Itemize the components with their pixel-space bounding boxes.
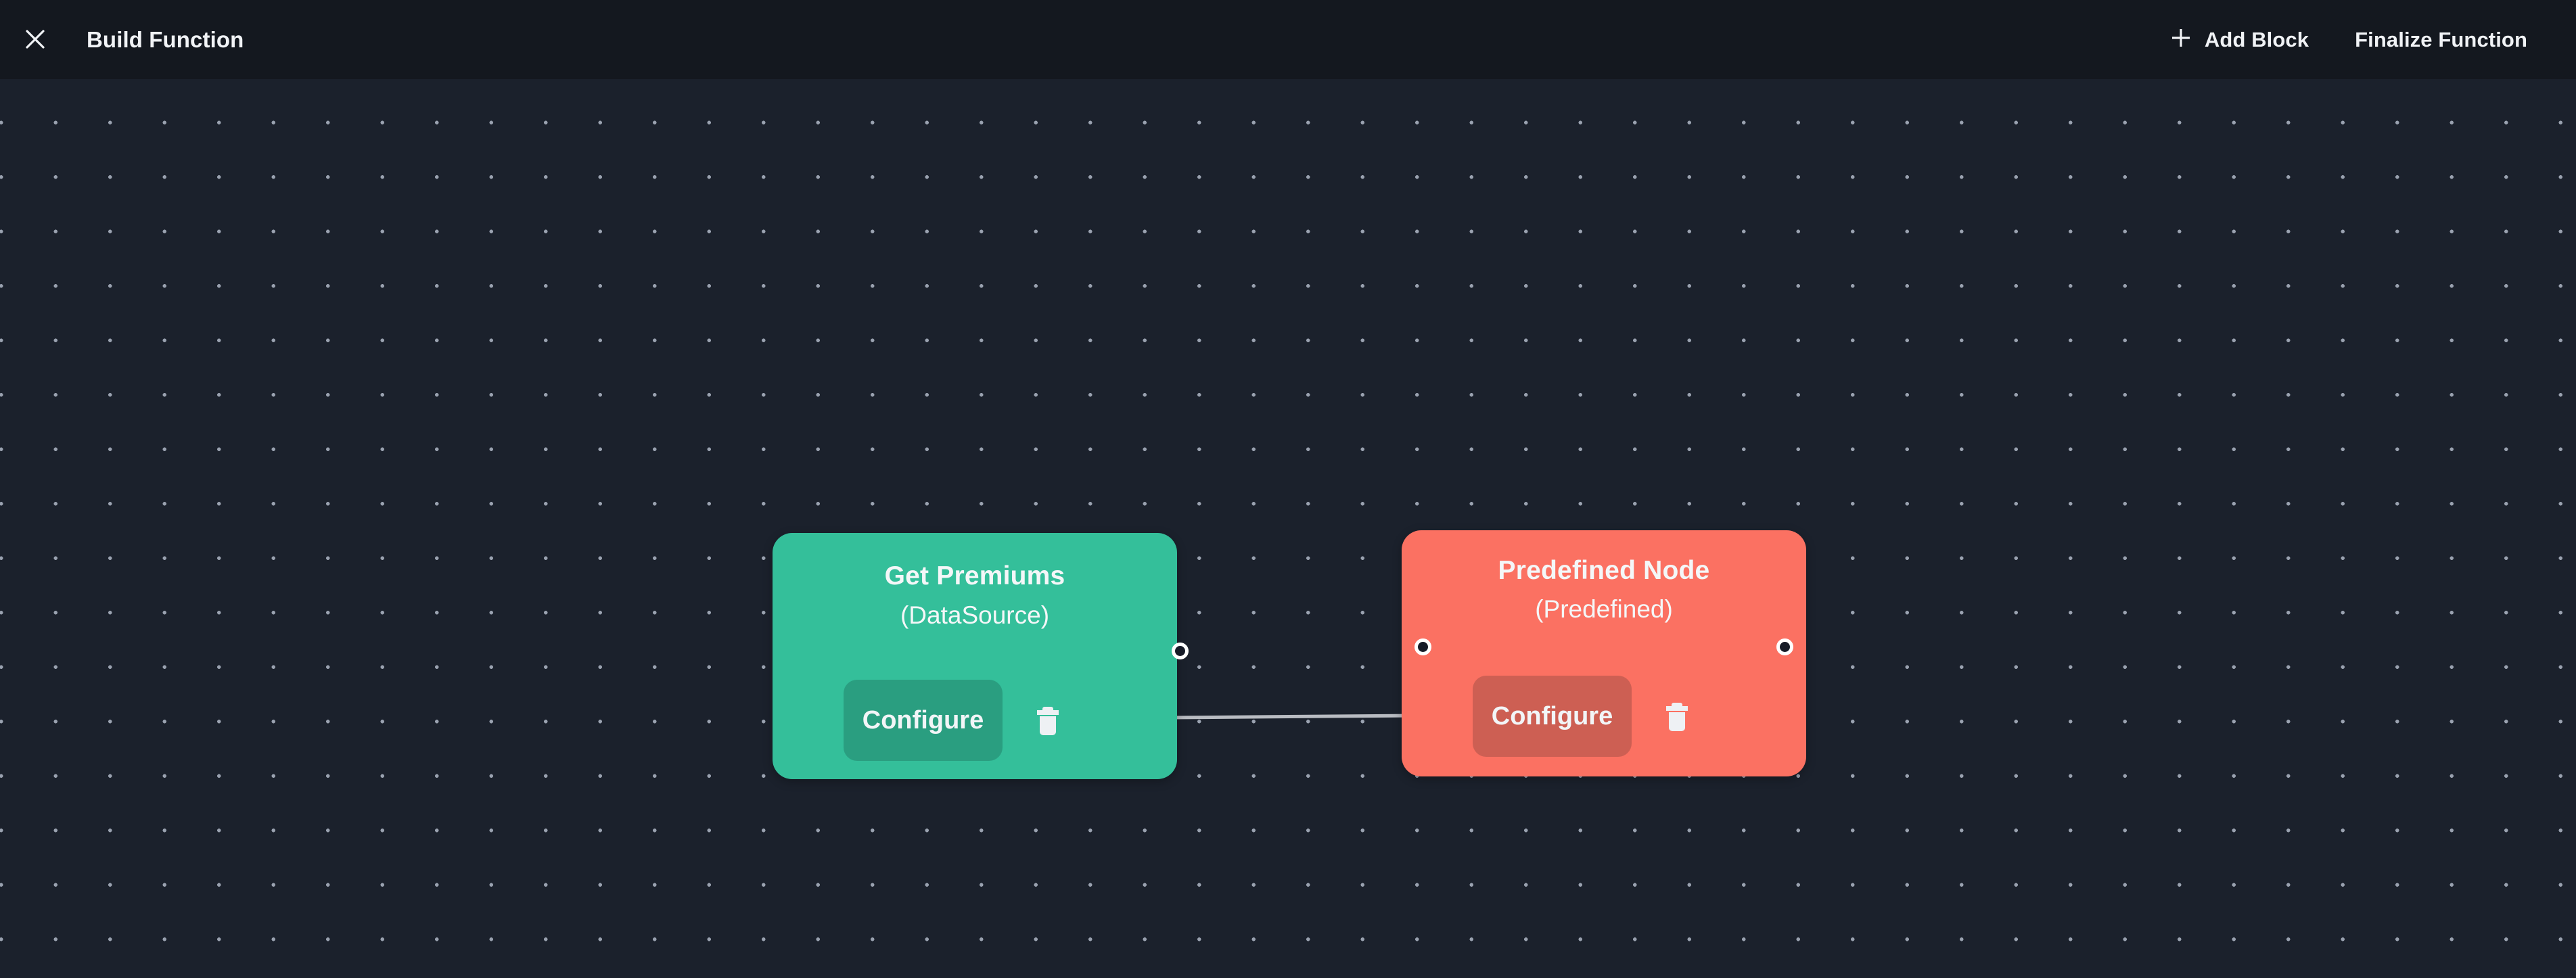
trash-icon[interactable] bbox=[1033, 703, 1063, 737]
node-subtitle: (DataSource) bbox=[900, 601, 1050, 629]
edge-layer bbox=[1168, 714, 1416, 720]
trash-icon[interactable] bbox=[1662, 699, 1692, 733]
node-controls: Configure bbox=[1473, 676, 1692, 757]
node-output-port[interactable] bbox=[1776, 638, 1793, 655]
node-input-port[interactable] bbox=[1414, 638, 1431, 655]
add-block-button[interactable]: Add Block bbox=[2157, 20, 2321, 60]
plus-icon bbox=[2169, 26, 2192, 53]
connection-edge bbox=[1168, 714, 1416, 720]
node-get-premiums[interactable]: Get Premiums (DataSource) Configure bbox=[773, 533, 1189, 779]
node-predefined[interactable]: Predefined Node (Predefined) Configure bbox=[1402, 530, 1806, 776]
app-header: Build Function Add Block Finalize Functi… bbox=[0, 0, 2576, 79]
node-output-port[interactable] bbox=[1172, 643, 1189, 659]
add-block-label: Add Block bbox=[2204, 27, 2309, 51]
node-title: Predefined Node bbox=[1498, 556, 1710, 585]
close-button[interactable] bbox=[18, 22, 52, 56]
configure-button[interactable]: Configure bbox=[1473, 676, 1632, 757]
node-subtitle: (Predefined) bbox=[1535, 595, 1673, 623]
flow-canvas[interactable]: Get Premiums (DataSource) Configure Pred… bbox=[0, 79, 2576, 978]
close-icon bbox=[25, 29, 45, 49]
finalize-function-button[interactable]: Finalize Function bbox=[2355, 27, 2527, 51]
header-actions: Add Block Finalize Function bbox=[2157, 0, 2539, 79]
node-title: Get Premiums bbox=[884, 561, 1065, 590]
node-controls: Configure bbox=[844, 680, 1063, 761]
configure-button[interactable]: Configure bbox=[844, 680, 1003, 761]
page-title: Build Function bbox=[87, 27, 244, 52]
